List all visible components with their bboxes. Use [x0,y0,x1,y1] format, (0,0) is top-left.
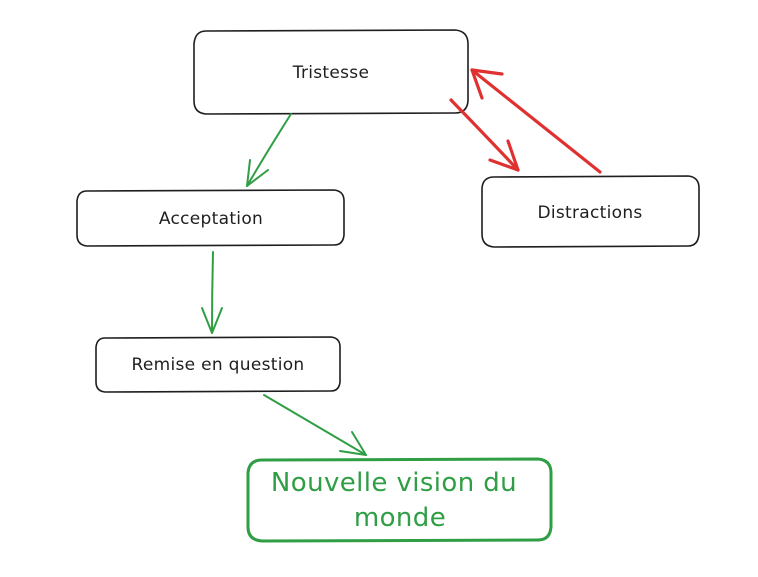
node-nouvelle-box [246,457,553,543]
node-acceptation-box [76,189,345,247]
node-tristesse[interactable]: Tristesse [193,29,469,115]
arrow-tristesse-to-acceptation [246,113,292,187]
node-nouvelle-label-line2: monde [354,503,446,533]
arrow-distractions-to-tristesse [470,68,602,174]
arrow-tristesse-to-distractions [449,98,520,172]
node-remise-en-question[interactable]: Remise en question [95,336,341,393]
arrow-remise-to-nouvelle [263,394,367,456]
node-tristesse-label: Tristesse [292,63,369,83]
node-distractions-label: Distractions [537,203,642,223]
arrow-acceptation-to-remise [201,251,223,334]
node-remise-label: Remise en question [132,355,305,375]
node-nouvelle-label-line1: Nouvelle vision du [271,468,517,498]
node-distractions[interactable]: Distractions [481,175,700,248]
node-tristesse-box [193,29,469,115]
node-acceptation[interactable]: Acceptation [76,189,345,247]
node-remise-box [95,336,341,393]
node-distractions-box [481,175,700,248]
node-acceptation-label: Acceptation [159,209,263,229]
node-nouvelle-vision[interactable]: Nouvelle vision du monde [246,457,553,543]
